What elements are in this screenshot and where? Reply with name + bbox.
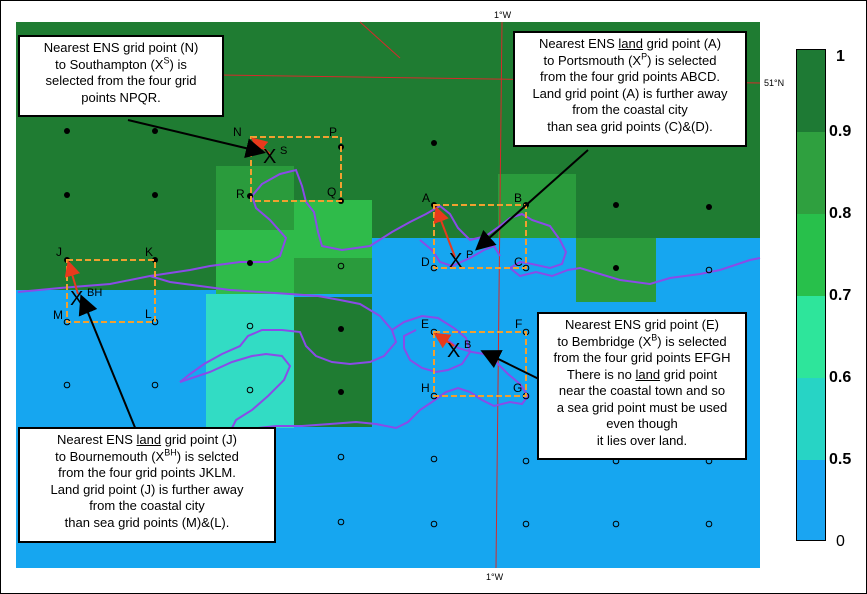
callout-line: to Bembridge (XB) is selected [557,332,727,349]
colorbar-tick-label: 0.5 [829,451,852,468]
colorbar-tick-label: 0.8 [829,205,852,222]
nearest-arrow-portsmouth [433,206,456,258]
pointer-arrow-southampton [127,119,266,159]
callout-line: than sea grid points (C)&(D). [547,118,713,134]
colorbar-tick-label: 0.6 [829,369,852,386]
point-label-p: P [329,125,337,139]
callout-line: it lies over land. [596,432,688,448]
point-label-b: B [514,191,522,205]
grid-box-npqr [250,136,342,202]
callout-line: from the four grid points EFGH [553,350,731,365]
coastline [149,275,530,433]
coastline [391,314,472,374]
land-tile-mid [294,258,372,294]
callout-bembridge: Nearest ENS grid point (E) to Bembridge … [537,312,747,460]
callout-line: Land grid point (J) is further away [50,481,244,497]
point-label-c: C [514,255,523,269]
callout-line: Nearest ENS land grid point (A) [538,36,722,51]
callout-line: to Bournemouth (XBH) is selcted [55,447,239,464]
point-label-l: L [145,307,152,321]
coastline [17,168,761,293]
longitude-line [495,21,503,569]
land-tile-mid [294,200,372,258]
colorbar-tick-label: 0 [836,533,845,550]
nearest-arrow-bembridge [433,332,455,349]
city-marker-bournemouth-sup: BH [87,287,102,299]
colorbar-band [797,214,825,296]
point-label-e: E [421,317,429,331]
point-label-a: A [422,191,430,205]
callout-line: Nearest ENS land grid point (J) [57,432,237,447]
land-tile-mid [216,166,294,230]
land-tile-mid [372,174,498,200]
point-label-n: N [233,125,242,139]
colorbar-band [797,378,825,460]
city-marker-portsmouth: X [449,250,462,272]
point-label-j: J [56,245,62,259]
land-tile-aqua [206,368,294,428]
city-marker-portsmouth-sup: P [466,249,473,261]
callout-line: even though [606,416,678,431]
callout-southampton: Nearest ENS grid point (N) to Southampto… [18,35,224,117]
point-label-q: Q [327,185,336,199]
colorbar-band [797,296,825,378]
callout-portsmouth: Nearest ENS land grid point (A) to Ports… [513,31,747,147]
callout-line: selected from the four grid [45,73,197,88]
land-zone-west [16,238,216,290]
point-label-r: R [236,187,245,201]
point-label-k: K [145,245,153,259]
colorbar-band [797,132,825,214]
callout-line: from the four grid points JKLM. [58,465,236,480]
colorbar-tick-label: 0.7 [829,287,852,304]
callout-line: from the coastal city [572,102,688,117]
colorbar-tick-label: 1 [836,48,845,65]
point-label-h: H [421,381,430,395]
colorbar [796,49,826,541]
city-marker-bournemouth: X [70,288,83,310]
callout-line: a sea grid point must be used [556,399,728,415]
callout-line: Land grid point (A) is further away [532,85,728,101]
grid-box-abcd [433,204,527,269]
callout-line: Nearest ENS grid point (N) [43,40,199,55]
callout-line: near the coastal town and so [558,383,726,398]
colorbar-band [797,460,825,540]
pointer-arrow-bournemouth [78,294,137,431]
point-label-f: F [515,317,522,331]
longitude-label-bottom: 1°W [486,572,504,582]
city-marker-southampton-sup: S [280,145,287,157]
callout-line: to Portsmouth (XP) is selected [543,51,717,68]
point-label-m: M [53,308,63,322]
pointer-arrow-bembridge [480,350,546,383]
callout-line: from the four grid points ABCD. [540,69,720,84]
city-marker-southampton: X [263,146,276,168]
callout-line: from the coastal city [89,498,205,513]
callout-line: Nearest ENS grid point (E) [565,317,719,332]
callout-bournemouth: Nearest ENS land grid point (J) to Bourn… [18,427,276,543]
city-marker-bembridge: X [447,340,460,362]
grid-box-jklm [66,259,156,323]
city-marker-bembridge-sup: B [464,339,471,351]
graticule-line [359,21,401,59]
callout-line: than sea grid points (M)&(L). [64,514,230,530]
sea-zone-west [16,290,216,330]
callout-line: There is no land grid point [566,366,718,382]
colorbar-tick-label: 0.9 [829,123,852,140]
colorbar-band [797,50,825,132]
pointer-arrow-portsmouth [475,149,589,251]
callout-line: to Southampton (XS) is [55,55,187,72]
nearest-arrow-bournemouth [64,260,81,295]
grid-box-efgh [433,331,527,397]
latitude-label: 51°N [764,78,785,88]
point-label-g: G [513,381,522,395]
callout-line: points NPQR. [81,89,161,105]
longitude-label-top: 1°W [494,10,512,20]
point-label-d: D [421,255,430,269]
